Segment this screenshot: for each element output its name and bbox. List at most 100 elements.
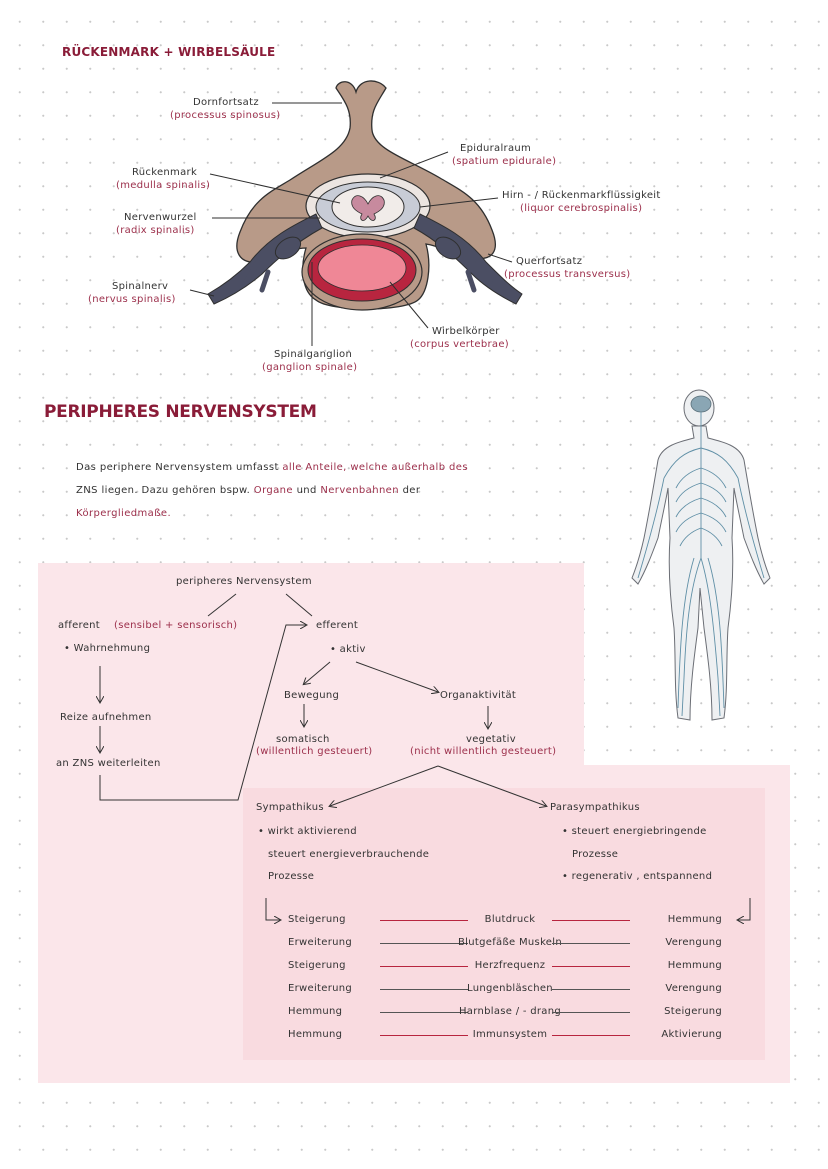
comparison-line-right xyxy=(552,943,630,944)
comparison-right: Steigerung xyxy=(664,1006,722,1017)
comparison-row: Steigerung Blutdruck Hemmung xyxy=(280,914,740,937)
comparison-center: Harnblase / - drang xyxy=(458,1006,562,1017)
paragraph-highlight: alle Anteile, welche außerhalb des xyxy=(282,462,468,473)
spinal-ganglion-right xyxy=(434,236,462,260)
comparison-left: Steigerung xyxy=(288,960,346,971)
comparison-right: Aktivierung xyxy=(661,1029,722,1040)
node-root: peripheres Nervensystem xyxy=(176,576,312,587)
comparison-center: Blutgefäße Muskeln xyxy=(458,937,562,948)
comparison-row: Hemmung Harnblase / - drang Steigerung xyxy=(280,1006,740,1029)
node-efferent: efferent xyxy=(316,620,359,631)
human-nervous-system-illustration xyxy=(631,389,771,721)
comparison-line-right xyxy=(552,920,630,921)
label-nervenwurzel: Nervenwurzel xyxy=(124,212,197,223)
comparison-line-left xyxy=(380,1035,468,1036)
node-somatisch-note: (willentlich gesteuert) xyxy=(256,746,373,757)
label-spinalganglion-latin: (ganglion spinale) xyxy=(262,362,358,373)
comparison-left: Hemmung xyxy=(288,1029,343,1040)
brain xyxy=(690,395,712,413)
leader-rueckenmark xyxy=(209,173,341,204)
leader-spinalnerv xyxy=(189,289,215,297)
comparison-line-right xyxy=(552,1035,630,1036)
vertebra-illustration xyxy=(189,80,523,346)
parasympathikus-point-2: Prozesse xyxy=(572,849,619,860)
node-afferent-note: (sensibel + sensorisch) xyxy=(114,620,238,631)
comparison-center: Lungenbläschen xyxy=(467,983,553,994)
parasympathikus-point-3: • regenerativ , entspannend xyxy=(562,871,713,882)
label-rueckenmark: Rückenmark xyxy=(132,167,198,178)
paragraph-line-3: Körpergliedmaße. xyxy=(76,502,576,525)
label-querfortsatz: Querfortsatz xyxy=(516,256,583,267)
comparison-line-right xyxy=(552,989,630,990)
comparison-line-right xyxy=(552,1012,630,1013)
label-liquor-latin: (liquor cerebrospinalis) xyxy=(520,203,643,214)
node-parasympathikus: Parasympathikus xyxy=(550,802,640,813)
comparison-line-left xyxy=(380,966,468,967)
paragraph-highlight: Organe xyxy=(253,485,293,496)
node-sympathikus: Sympathikus xyxy=(256,802,324,813)
node-organaktivitaet: Organaktivität xyxy=(440,690,517,701)
grey-matter xyxy=(351,195,385,221)
comparison-row: Hemmung Immunsystem Aktivierung xyxy=(280,1029,740,1052)
label-wirbelkoerper-latin: (corpus vertebrae) xyxy=(410,339,509,350)
node-afferent: afferent xyxy=(58,620,101,631)
comparison-left: Erweiterung xyxy=(288,983,353,994)
label-rueckenmark-latin: (medulla spinalis) xyxy=(116,180,211,191)
sympathikus-point-2: steuert energieverbrauchende xyxy=(268,849,430,860)
vertebral-body-core xyxy=(317,244,407,292)
comparison-row: Erweiterung Lungenbläschen Verengung xyxy=(280,983,740,1006)
label-querfortsatz-latin: (processus transversus) xyxy=(504,269,631,280)
spine-section-title: RÜCKENMARK + WIRBELSÄULE xyxy=(62,45,276,59)
paragraph-text: Das periphere Nervensystem umfasst xyxy=(76,462,283,473)
node-an-zns: an ZNS weiterleiten xyxy=(56,758,161,769)
label-spinalnerv-latin: (nervus spinalis) xyxy=(88,294,176,305)
nerve-branch-right xyxy=(465,259,493,293)
node-vegetativ: vegetativ xyxy=(466,734,516,745)
sympathikus-point-1: • wirkt aktivierend xyxy=(258,826,357,837)
paragraph-line-1: Das periphere Nervensystem umfasst alle … xyxy=(76,456,576,479)
node-bewegung: Bewegung xyxy=(284,690,340,701)
comparison-line-left xyxy=(380,920,468,921)
label-spinalnerv: Spinalnerv xyxy=(112,281,169,292)
node-wahrnehmung: • Wahrnehmung xyxy=(64,643,151,654)
label-dornfortsatz: Dornfortsatz xyxy=(193,97,259,108)
node-vegetativ-note: (nicht willentlich gesteuert) xyxy=(410,746,557,757)
leader-liquor xyxy=(419,197,499,208)
label-dornfortsatz-latin: (processus spinosus) xyxy=(170,110,281,121)
label-wirbelkoerper: Wirbelkörper xyxy=(432,326,500,337)
label-epiduralraum-latin: (spatium epidurale) xyxy=(452,156,557,167)
leader-epiduralraum xyxy=(379,151,449,179)
comparison-right: Verengung xyxy=(665,983,722,994)
label-epiduralraum: Epiduralraum xyxy=(460,143,532,154)
pns-paragraph: Das periphere Nervensystem umfasst alle … xyxy=(76,456,576,525)
paragraph-line-2: ZNS liegen. Dazu gehören bspw. Organe un… xyxy=(76,479,576,502)
parasympathikus-point-1: • steuert energiebringende xyxy=(562,826,707,837)
paragraph-highlight: Körpergliedmaße. xyxy=(76,508,172,519)
comparison-left: Erweiterung xyxy=(288,937,353,948)
node-reize: Reize aufnehmen xyxy=(60,712,152,723)
leader-querfortsatz xyxy=(487,253,513,263)
comparison-center: Herzfrequenz xyxy=(474,960,546,971)
sympathikus-point-3: Prozesse xyxy=(268,871,315,882)
node-aktiv: • aktiv xyxy=(330,644,366,655)
comparison-left: Steigerung xyxy=(288,914,346,925)
spinal-ganglion-left xyxy=(274,236,302,260)
paragraph-text: ZNS liegen. Dazu gehören bspw. xyxy=(76,485,254,496)
leader-wirbelkoerper xyxy=(389,281,429,329)
comparison-center: Immunsystem xyxy=(472,1029,548,1040)
autonomic-background xyxy=(243,788,765,1060)
paragraph-text: und xyxy=(292,485,321,496)
comparison-line-right xyxy=(552,966,630,967)
comparison-center: Blutdruck xyxy=(484,914,536,925)
nerve-branch-left xyxy=(243,259,271,293)
label-nervenwurzel-latin: (radix spinalis) xyxy=(116,225,195,236)
label-spinalganglion: Spinalganglion xyxy=(274,349,353,360)
comparison-line-left xyxy=(380,989,468,990)
comparison-right: Hemmung xyxy=(667,914,722,925)
comparison-left: Hemmung xyxy=(288,1006,343,1017)
node-somatisch: somatisch xyxy=(276,734,330,745)
